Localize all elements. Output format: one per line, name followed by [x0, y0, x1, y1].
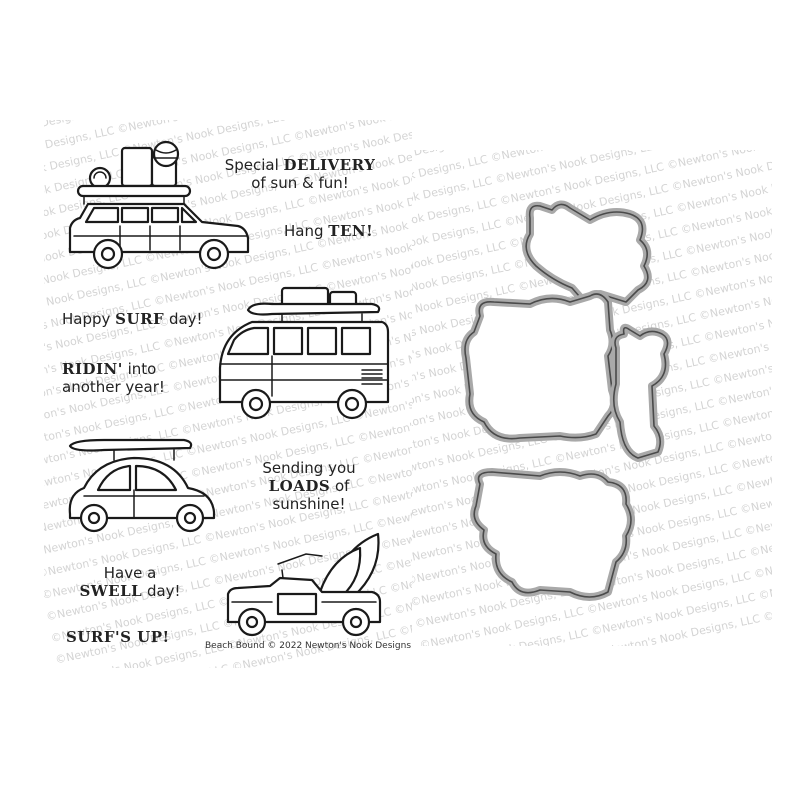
die-station-wagon — [461, 290, 619, 443]
sentiment-bold: LOADS — [268, 477, 331, 495]
sentiment-text: Have a — [103, 564, 157, 582]
die-luggage — [522, 200, 652, 308]
sentiment-bold: RIDIN' — [62, 360, 123, 378]
sentiment-text: sunshine! — [272, 495, 346, 513]
sentiment-text: another year! — [62, 378, 165, 396]
die-jeep — [609, 323, 672, 462]
sentiment-sending-loads: Sending you LOADS of sunshine! — [244, 459, 374, 513]
sentiment-surfs-up: SURF'S UP! — [66, 628, 170, 646]
die-beetle — [470, 468, 635, 601]
sentiment-text: Sending you — [262, 459, 356, 477]
sentiment-bold: SURF — [115, 310, 165, 328]
sentiment-swell: Have a SWELL day! — [66, 564, 194, 600]
sentiment-text: into — [122, 360, 157, 378]
sentiment-text: of sun & fun! — [251, 174, 349, 192]
vw-bus-with-surfboard-icon — [218, 286, 390, 420]
sentiment-text: Special — [224, 156, 284, 174]
sentiment-bold: SURF'S UP! — [66, 628, 170, 646]
sentiment-bold: SWELL — [79, 582, 143, 600]
sentiment-text: day! — [142, 582, 181, 600]
sentiment-bold: DELIVERY — [283, 156, 376, 174]
sentiment-happy-surf: Happy SURF day! — [62, 310, 203, 328]
sentiment-text: day! — [164, 310, 203, 328]
sentiment-ridin: RIDIN' into another year! — [62, 360, 165, 396]
beetle-with-surfboard-icon — [68, 438, 216, 533]
sentiment-text: Hang — [284, 222, 329, 240]
sentiment-hang-ten: Hang TEN! — [284, 222, 373, 240]
sentiment-text: Happy — [62, 310, 116, 328]
sentiment-bold: TEN! — [328, 222, 374, 240]
jeep-with-surfboards-icon — [226, 532, 382, 637]
copyright-caption: Beach Bound © 2022 Newton's Nook Designs — [205, 641, 412, 651]
sentiment-delivery: Special DELIVERY of sun & fun! — [210, 156, 390, 192]
station-wagon-with-luggage-icon — [68, 140, 250, 270]
die-outlines — [461, 200, 672, 601]
sentiment-text: of — [330, 477, 350, 495]
